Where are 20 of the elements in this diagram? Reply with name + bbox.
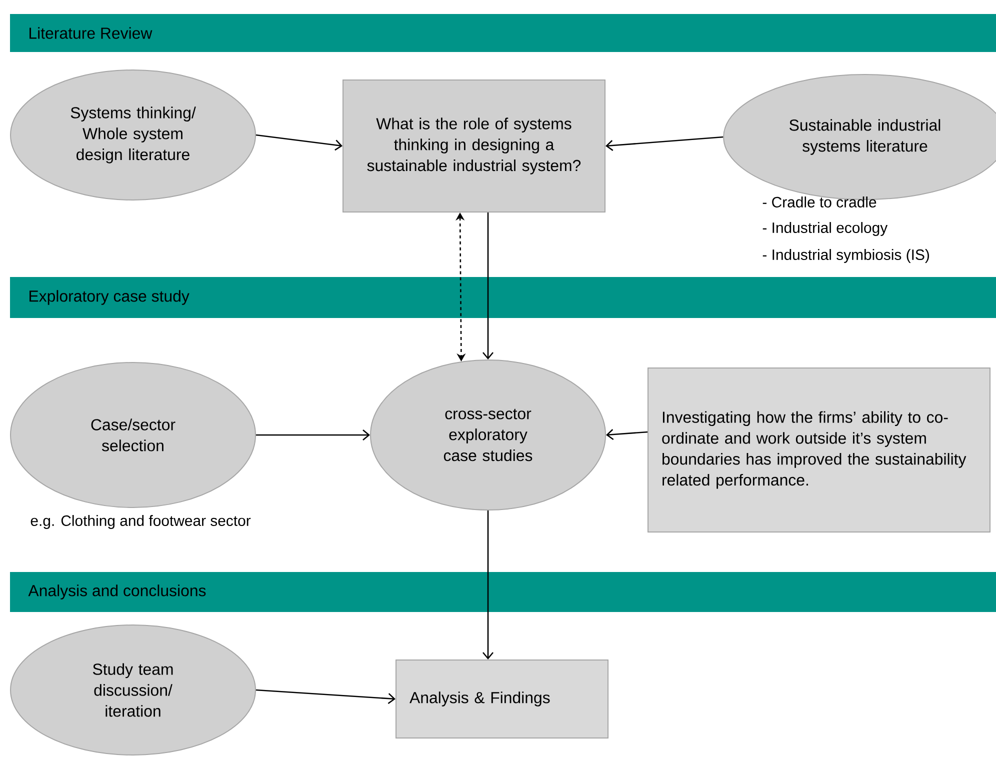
- arrow: [256, 430, 370, 440]
- arrow: [606, 136, 724, 151]
- process-box: Investigating how the firms’ ability to co-ordinate and work outside it’s system boundaries has improved the sustainability related performance.: [648, 368, 990, 532]
- process-box: What is the role of systems thinking in designing a sustainable industrial system?: [342, 80, 606, 212]
- arrow: [256, 134, 342, 151]
- note-text: - Industrial ecology: [762, 222, 888, 236]
- ellipse-node: Case/sector selection: [10, 362, 256, 508]
- ellipse-node: Study team discussion/ iteration: [10, 624, 256, 756]
- arrow: [256, 689, 396, 704]
- note-text: - Industrial symbiosis (IS): [762, 249, 929, 263]
- ellipse-node: cross-sector exploratory case studies: [370, 360, 606, 510]
- arrow: [482, 510, 494, 660]
- section-band: Literature Review: [10, 14, 996, 52]
- note-text: e.g. Clothing and footwear sector: [30, 515, 251, 529]
- section-band: Analysis and conclusions: [10, 572, 996, 612]
- ellipse-node: Systems thinking/ Whole system design literature: [10, 70, 256, 200]
- arrow: [482, 212, 494, 360]
- section-band: Exploratory case study: [10, 277, 996, 318]
- arrow: [606, 429, 648, 440]
- process-box: Analysis & Findings: [396, 660, 608, 738]
